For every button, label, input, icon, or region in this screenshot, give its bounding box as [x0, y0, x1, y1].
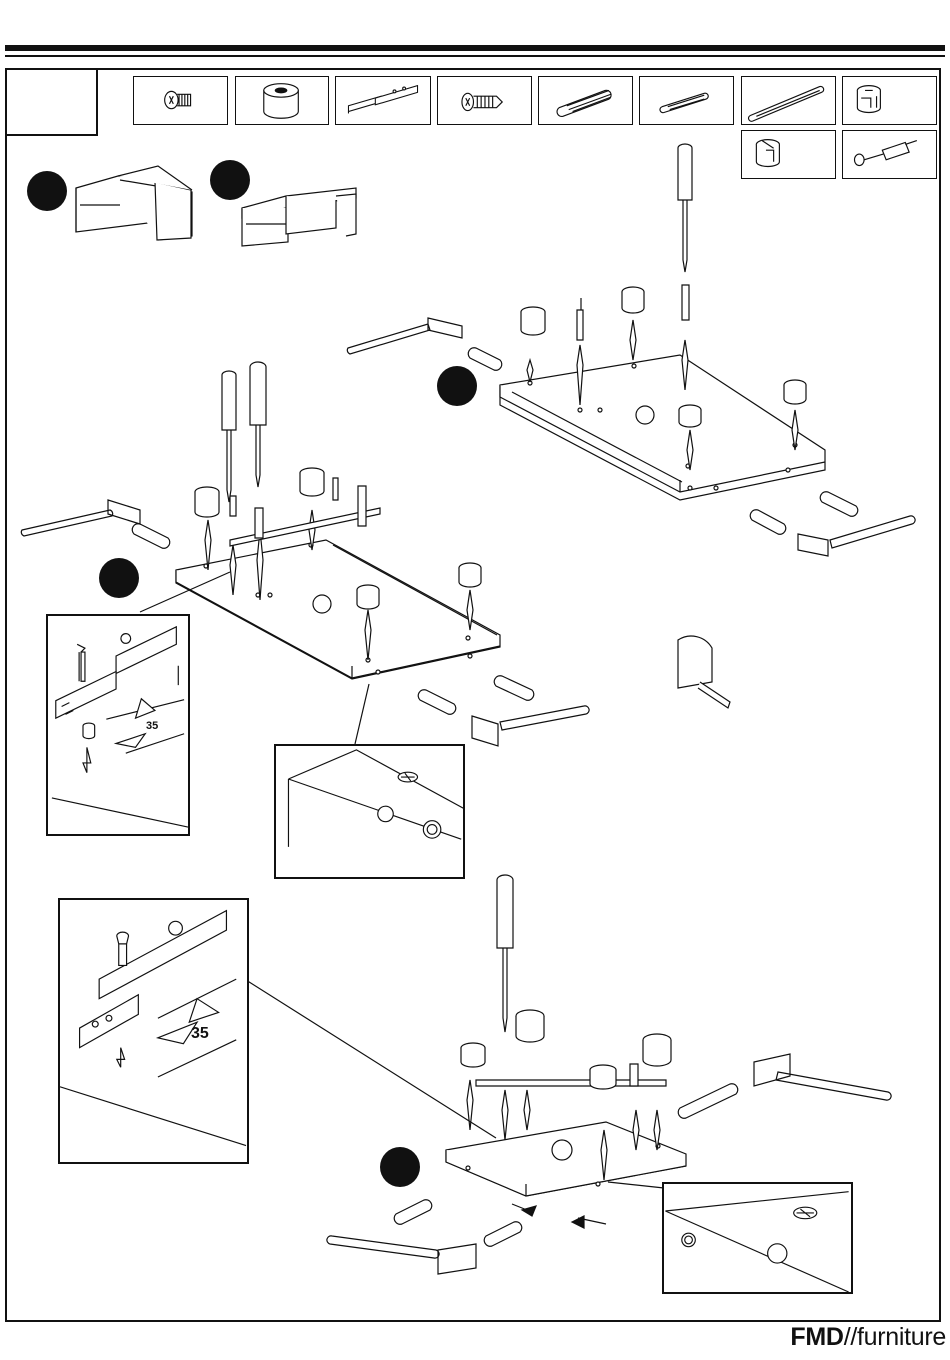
- inset-runner-lower: 35: [58, 898, 249, 1164]
- hammer-upper-left: [347, 318, 462, 354]
- dowels-bottom-left: [394, 1200, 522, 1247]
- hammer-upper-right: [798, 516, 915, 556]
- cam-lock-left-2: [300, 468, 324, 496]
- cam-lock-left-1: [195, 487, 219, 517]
- screwdriver-bottom: [497, 875, 513, 1032]
- panel-upper-right: [500, 355, 825, 500]
- hammer-lower-left: [472, 706, 589, 746]
- cam-lock-bottom-1: [461, 1043, 485, 1067]
- measuring-tape-illustration: [678, 636, 730, 708]
- screwdriver-upper: [678, 144, 692, 272]
- brand-logo-rest: //furniture: [844, 1323, 946, 1351]
- inset-edge-cam: [274, 744, 465, 879]
- upper-right-fittings: [347, 144, 915, 556]
- cam-lock-left-4: [459, 563, 481, 587]
- brand-logo-bold: FMD: [790, 1323, 843, 1351]
- inset-lower-dimension: 35: [191, 1025, 209, 1043]
- panel-bottom: [446, 1122, 686, 1196]
- cam-lock-bottom-2: [516, 1010, 544, 1042]
- hammer-bottom-right: [754, 1054, 891, 1100]
- brand-logo: FMD//furniture: [790, 1323, 946, 1352]
- hammer-left: [21, 500, 140, 536]
- hammer-bottom-left: [327, 1236, 476, 1274]
- cam-lock-upper-3: [679, 405, 701, 427]
- desk-variant-b-illustration: [242, 188, 356, 246]
- dowel-bottom-right: [678, 1084, 738, 1119]
- cam-lock-upper-1: [521, 307, 545, 335]
- cam-lock-upper-2: [622, 287, 644, 313]
- desk-variant-a-illustration: [76, 166, 192, 240]
- direction-arrows: [522, 1206, 584, 1228]
- cam-lock-upper-4: [784, 380, 806, 404]
- panel-left: [176, 540, 500, 679]
- cam-lock-bottom-3: [590, 1065, 616, 1089]
- screwdriver-left-2: [250, 362, 266, 487]
- inset-edge-dowel: [662, 1182, 853, 1294]
- inset-runner-upper: 35: [46, 614, 190, 836]
- inset-upper-dimension: 35: [146, 720, 158, 732]
- screwdriver-left-1: [222, 371, 236, 502]
- cam-lock-left-3: [357, 585, 379, 609]
- cam-lock-bottom-4: [643, 1034, 671, 1066]
